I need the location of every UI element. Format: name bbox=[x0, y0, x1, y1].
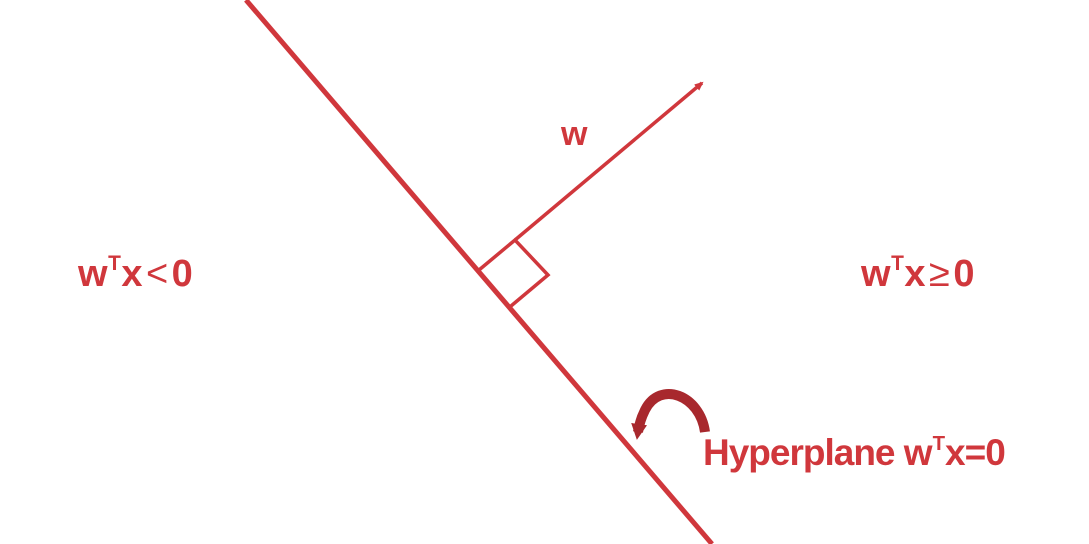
negative-region-label: wTx<0 bbox=[78, 252, 193, 295]
right-region-value: 0 bbox=[953, 253, 974, 295]
left-region-operator: < bbox=[145, 253, 168, 295]
left-region-variable: x bbox=[121, 253, 142, 295]
hyperplane-label: Hyperplane wTx=0 bbox=[703, 432, 1006, 473]
normal-vector-arrow bbox=[513, 81, 704, 242]
vector-label-text: w bbox=[561, 115, 587, 153]
right-angle-marker bbox=[477, 237, 551, 308]
left-region-value: 0 bbox=[171, 253, 193, 295]
positive-region-label: wTx≥0 bbox=[861, 252, 974, 295]
hyperplane-label-suffix: x=0 bbox=[945, 432, 1006, 473]
right-region-transpose: T bbox=[891, 252, 904, 276]
hyperplane-label-transpose: T bbox=[932, 432, 945, 455]
right-region-variable: x bbox=[904, 253, 925, 295]
left-region-transpose: T bbox=[108, 252, 121, 276]
right-region-base: w bbox=[861, 253, 891, 295]
right-region-operator: ≥ bbox=[928, 253, 950, 295]
curved-pointer-arrow bbox=[631, 389, 710, 440]
hyperplane-line bbox=[244, 0, 714, 544]
hyperplane-label-prefix: Hyperplane w bbox=[703, 432, 933, 473]
left-region-base: w bbox=[78, 253, 108, 295]
normal-vector-label: w bbox=[561, 117, 587, 151]
